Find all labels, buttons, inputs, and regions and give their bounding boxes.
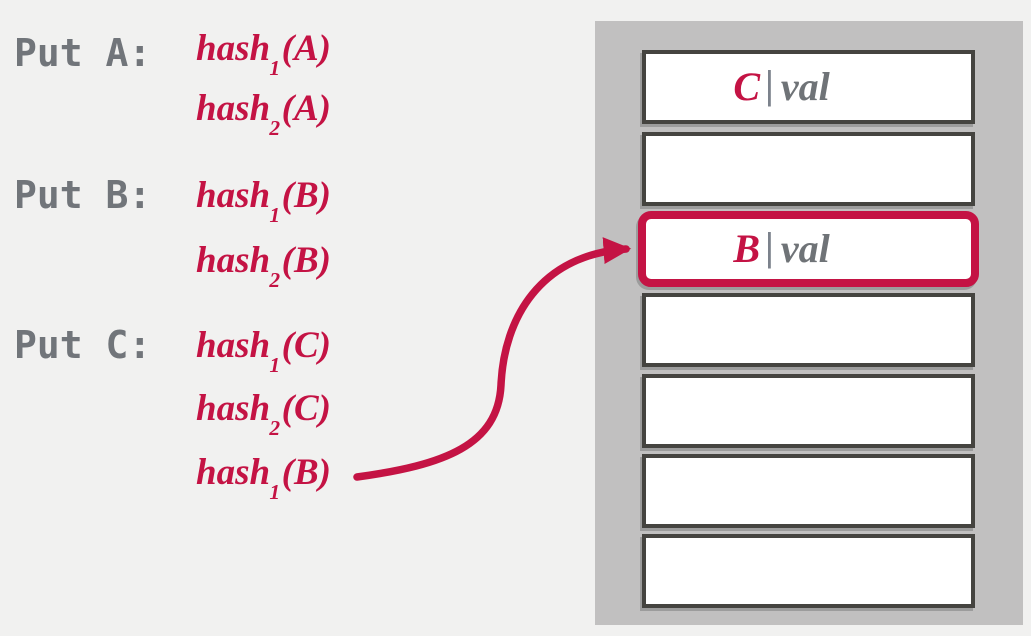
hash-arg: (C) — [281, 388, 331, 429]
hash-fn: hash — [196, 452, 271, 493]
table-slot-1: C|val — [642, 50, 975, 124]
hash-subscript: 1 — [269, 203, 281, 228]
slot-value: val — [780, 226, 830, 271]
hash-subscript: 1 — [269, 480, 281, 505]
hash-arg: (A) — [281, 28, 331, 69]
hash-arg: (B) — [281, 240, 331, 281]
hash-expression: hash1(B) — [196, 452, 331, 503]
put-c-label: Put C: — [14, 323, 152, 367]
hash-fn: hash — [196, 240, 271, 281]
put-b-label: Put B: — [14, 173, 152, 217]
hash-arg: (B) — [281, 452, 331, 493]
hash-expression: hash2(B) — [196, 240, 331, 291]
hash-fn: hash — [196, 175, 271, 216]
table-slot-3-highlighted: B|val — [638, 211, 979, 287]
put-a-label: Put A: — [14, 31, 152, 75]
table-slot-4 — [642, 293, 975, 367]
slot-key: B — [733, 226, 760, 271]
hash-expression: hash1(C) — [196, 325, 331, 376]
hash-fn: hash — [196, 88, 271, 129]
key-value-separator: | — [765, 62, 774, 107]
slot-value: val — [780, 64, 830, 109]
table-slot-5 — [642, 374, 975, 448]
hash-expression: hash2(C) — [196, 388, 331, 439]
hash-subscript: 1 — [269, 56, 281, 81]
hash-fn: hash — [196, 28, 271, 69]
table-slot-2 — [642, 132, 975, 206]
hash-subscript: 2 — [269, 268, 281, 293]
slot-key: C — [733, 64, 760, 109]
table-slot-7 — [642, 534, 975, 608]
hash-expression: hash1(B) — [196, 175, 331, 226]
table-slot-6 — [642, 454, 975, 528]
hash-expression: hash1(A) — [196, 28, 331, 79]
hash-arg: (A) — [281, 88, 331, 129]
hash-subscript: 2 — [269, 416, 281, 441]
hash-subscript: 2 — [269, 116, 281, 141]
hash-fn: hash — [196, 388, 271, 429]
hash-expression: hash2(A) — [196, 88, 331, 139]
hash-arg: (B) — [281, 175, 331, 216]
key-value-separator: | — [765, 224, 774, 269]
hash-table-panel: C|val B|val — [595, 21, 1023, 625]
hash-arg: (C) — [281, 325, 331, 366]
hash-fn: hash — [196, 325, 271, 366]
hash-subscript: 1 — [269, 353, 281, 378]
